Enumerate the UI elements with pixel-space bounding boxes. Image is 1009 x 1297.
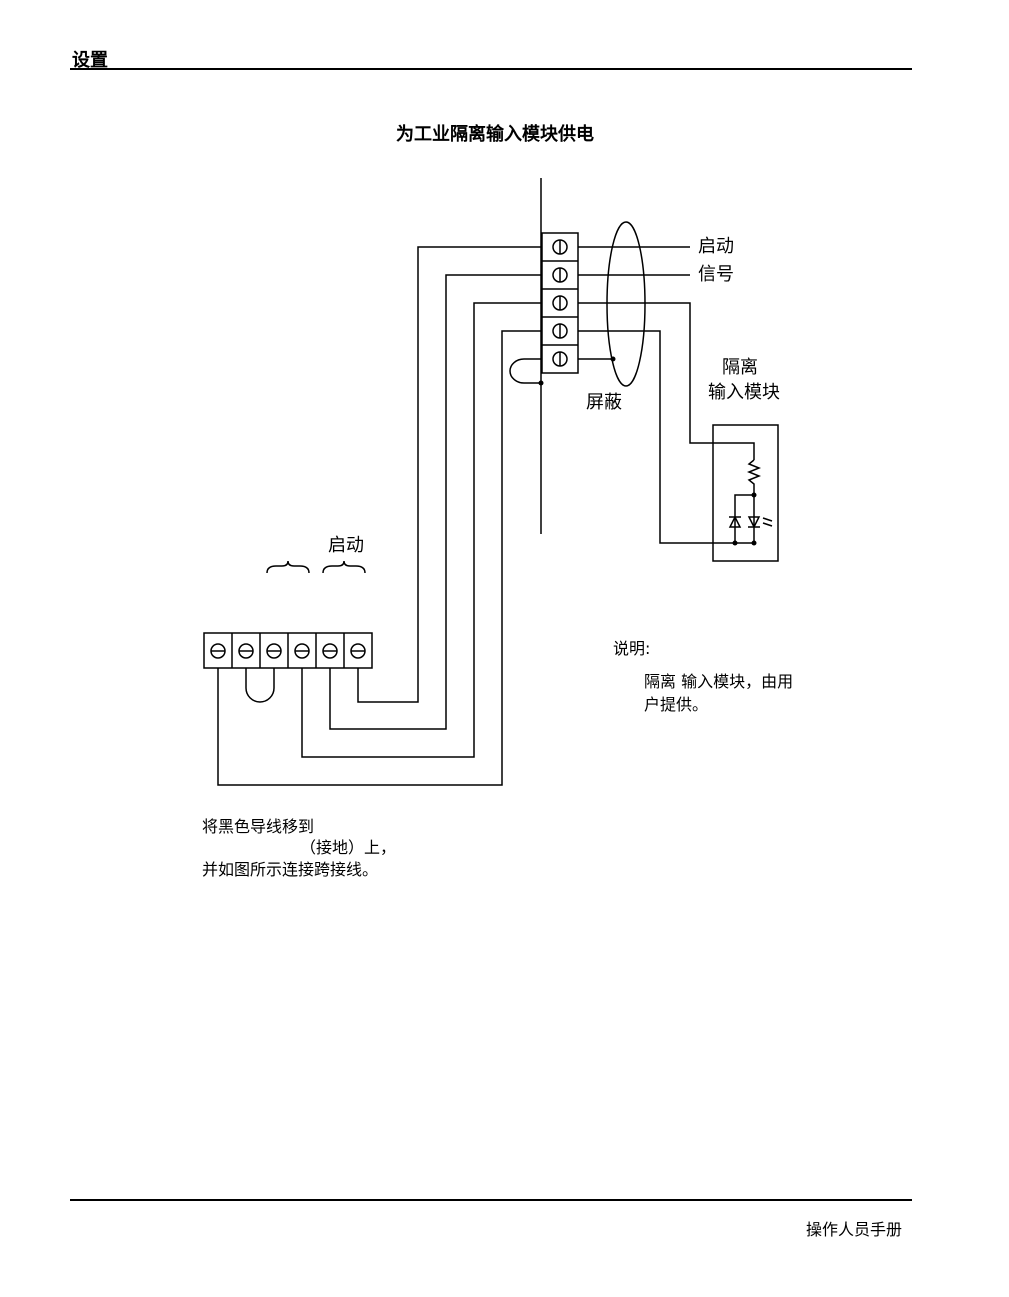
label-start-bottom: 启动 [328, 535, 364, 556]
lower-terminal-screw [323, 644, 337, 658]
led-symbol [748, 517, 772, 527]
label-signal: 信号 [698, 264, 734, 285]
junction-dot [752, 493, 757, 498]
note-line2: 户提供。 [644, 695, 708, 714]
brace-right [323, 561, 365, 573]
lower-terminal-screw [351, 644, 365, 658]
resistor-symbol [749, 460, 759, 495]
instruction-line3: 并如图所示连接跨接线。 [202, 860, 378, 879]
label-shield: 屏蔽 [586, 392, 622, 413]
label-module-line1: 隔离 [722, 357, 758, 378]
note-line1: 隔离 输入模块，由用 [644, 672, 793, 691]
lower-terminal-screw [211, 644, 225, 658]
upper-terminal-screw [553, 352, 567, 366]
upper-terminal-screw [553, 296, 567, 310]
instruction-line2: （接地）上， [300, 838, 396, 857]
upper-terminal-screw [553, 268, 567, 282]
lower-jumper-loop [246, 668, 274, 702]
upper-terminal-screw [553, 324, 567, 338]
junction-dot [611, 357, 616, 362]
upper-terminal-screw [553, 240, 567, 254]
lower-terminal-screw [239, 644, 253, 658]
isolated-input-module [713, 425, 778, 561]
junction-dot [539, 381, 544, 386]
lower-terminal-screw [267, 644, 281, 658]
footer-rule [70, 1199, 912, 1201]
label-start: 启动 [698, 236, 734, 257]
lower-terminal-screw [295, 644, 309, 658]
upper-jumper-loop [510, 359, 542, 383]
brace-left [267, 561, 309, 573]
junction-dot [733, 541, 738, 546]
instruction-line1: 将黑色导线移到 [202, 817, 314, 836]
label-module-line2: 输入模块 [708, 382, 780, 403]
note-heading: 说明: [613, 639, 650, 658]
footer-manual-title: 操作人员手册 [806, 1216, 902, 1240]
junction-dot [752, 541, 757, 546]
